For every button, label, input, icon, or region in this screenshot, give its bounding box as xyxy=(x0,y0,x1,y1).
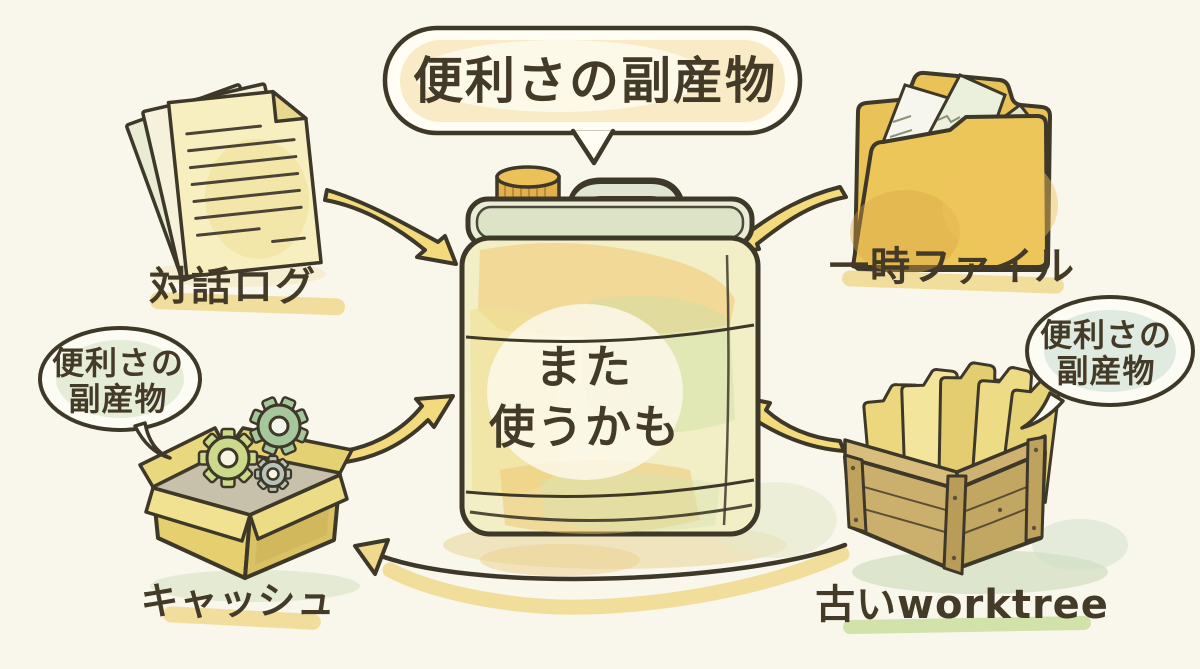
cache-bubble-line2: 副産物 xyxy=(68,380,167,418)
label-highlight xyxy=(163,606,321,630)
temp-files-icon xyxy=(850,70,1058,274)
worktree-label: 古いworktree xyxy=(815,582,1109,628)
bubble-tail xyxy=(1020,391,1065,430)
worktree-speech-bubble: 便利さの 副産物 xyxy=(1020,295,1195,430)
temp-files-label-group: 一時ファイル xyxy=(829,244,1075,294)
box-interior xyxy=(155,451,338,514)
folder-front-flap xyxy=(851,114,1049,269)
cache-label-group: キャッシュ xyxy=(140,579,335,630)
worktree-bubble-line2: 副産物 xyxy=(1056,352,1155,390)
can-text-line1: また xyxy=(535,340,635,394)
cache-label: キャッシュ xyxy=(140,579,335,623)
gear-teal xyxy=(249,396,309,456)
bubble-tail xyxy=(133,421,172,460)
label-highlight xyxy=(842,270,1064,294)
cache-box-icon xyxy=(138,396,354,580)
paper-sheet-front xyxy=(166,89,323,279)
worktree-bubble-line1: 便利さの xyxy=(1040,316,1172,354)
can-text-line2: 使うかも xyxy=(489,400,681,454)
crate-nails xyxy=(850,447,1039,561)
label-highlight xyxy=(150,292,345,316)
gear-small xyxy=(253,454,293,494)
dialogue-log-label-group: 対話ログ xyxy=(149,264,345,316)
title-speech-bubble: 便利さの副産物 xyxy=(382,25,803,166)
cache-speech-bubble: 便利さの 副産物 xyxy=(38,326,202,460)
arrow-bottom-sweep xyxy=(353,538,850,615)
label-highlight xyxy=(843,615,1091,635)
title-bubble-text: 便利さの副産物 xyxy=(413,52,777,110)
can-watercolor-washes xyxy=(470,242,735,534)
gear-large xyxy=(197,427,259,489)
worktree-crate-icon xyxy=(843,361,1061,576)
temp-files-label: 一時ファイル xyxy=(829,244,1075,290)
arrow-from-cache xyxy=(342,394,455,464)
box-front-flap-left xyxy=(144,486,252,543)
box-front-flap-right xyxy=(248,473,349,541)
paper-text-lines xyxy=(185,124,306,243)
arrow-from-dialogue-log xyxy=(323,188,458,266)
can-panel-lines xyxy=(465,254,755,526)
bubble-tail xyxy=(570,128,616,166)
worktree-label-group: 古いworktree xyxy=(815,582,1109,635)
dialogue-log-label: 対話ログ xyxy=(149,264,317,310)
dialogue-log-icon xyxy=(125,82,323,282)
oil-can-icon: また 使うかも xyxy=(459,165,761,537)
cache-bubble-line1: 便利さの xyxy=(52,344,184,382)
